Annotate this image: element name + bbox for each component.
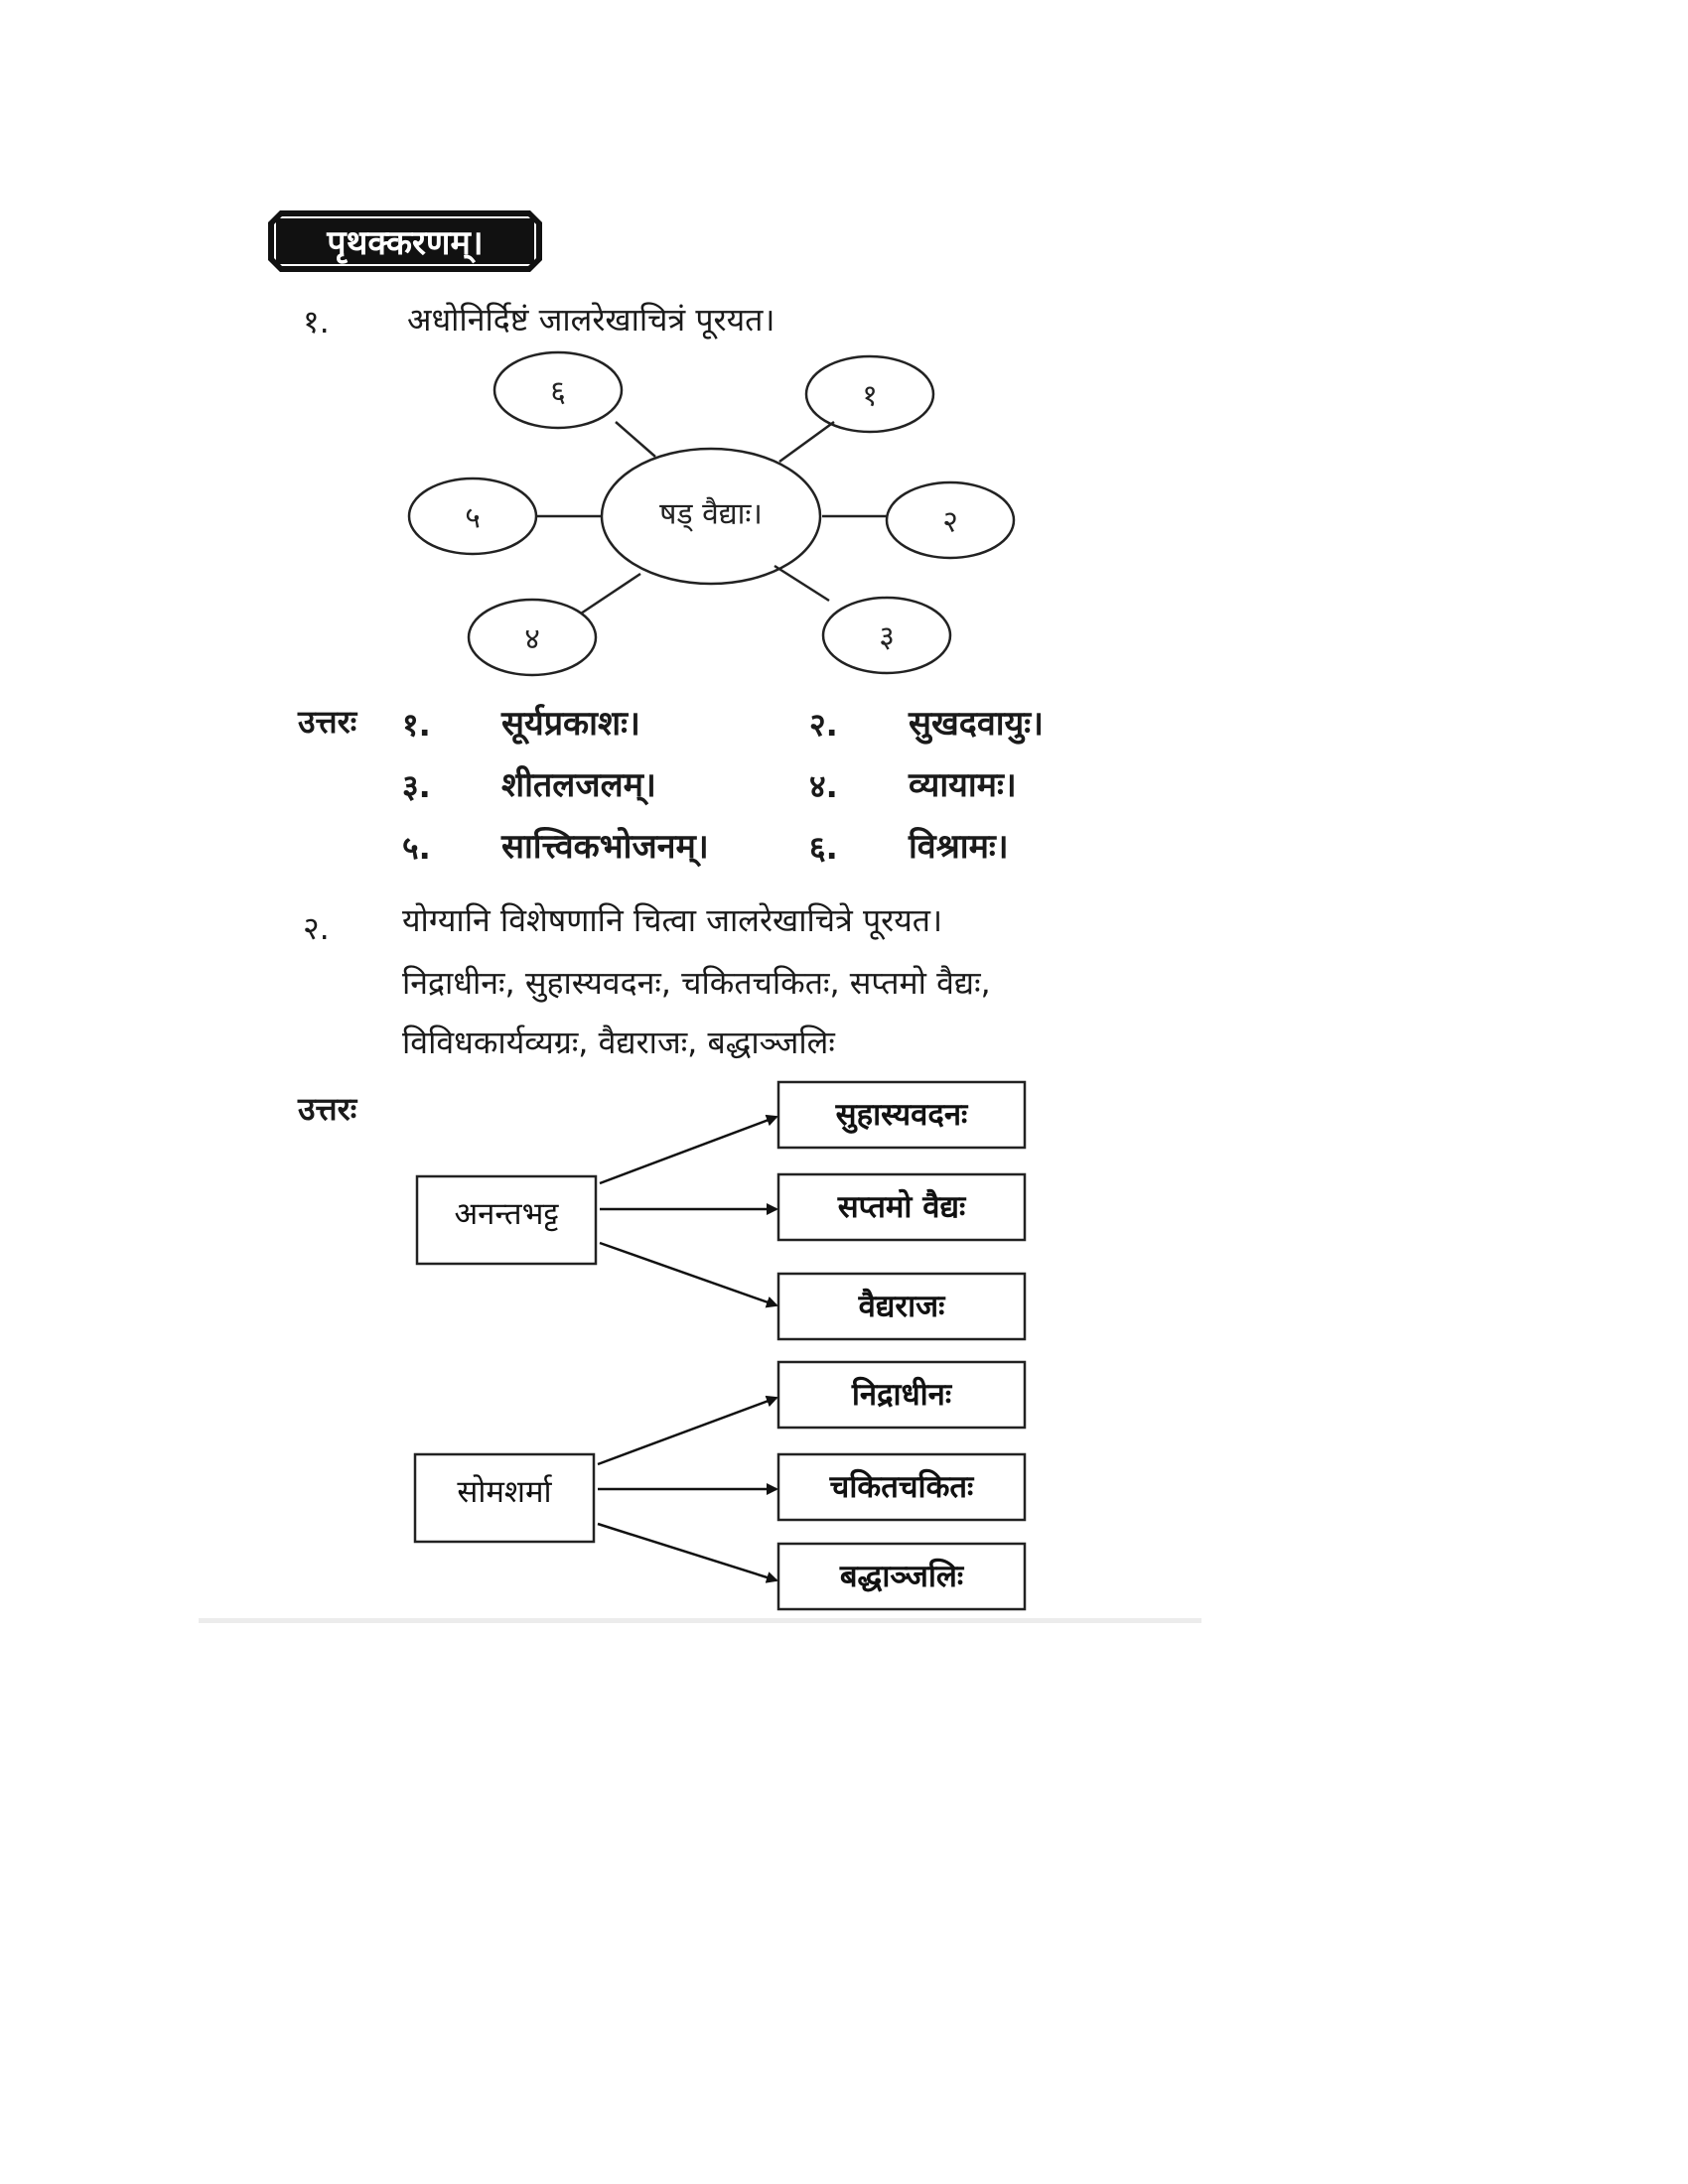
q2-options-line-2: विविधकार्यव्यग्रः, वैद्यराजः, बद्धाञ्जलि… (402, 1024, 835, 1061)
center-label: षड् वैद्याः। (659, 497, 763, 532)
page-bottom-rule (199, 1618, 1201, 1623)
section-heading: पृथक्करणम्। (268, 210, 542, 272)
arrow-2-3 (597, 1522, 778, 1583)
connector-4 (580, 572, 641, 615)
q2-number: २. (303, 909, 330, 947)
node-3-label: ३ (879, 620, 895, 655)
adjective-diagram: अनन्तभट्ट सुहास्यवदनः सप्तमो वैद्यः वैद्… (413, 1080, 1027, 1611)
q1-number: १. (303, 303, 330, 341)
source-label-somasharma: सोमशर्मा (457, 1474, 552, 1510)
node-5 (407, 477, 538, 556)
target-box-2-2 (776, 1452, 1027, 1522)
answer1-text-2: सुखदवायुः। (909, 704, 1045, 744)
source-box-anantabhatta (415, 1174, 598, 1266)
answer1-num-4: ४. (809, 767, 838, 805)
source-label-anantabhatta: अनन्तभट्ट (454, 1196, 559, 1232)
node-1-label: १ (862, 379, 878, 414)
target-label-2-2: चकितचकितः (829, 1468, 975, 1505)
connector-3 (774, 564, 830, 603)
node-3 (821, 596, 952, 675)
answer1-text-1: सूर्यप्रकाशः। (501, 704, 640, 744)
node-1 (804, 354, 935, 434)
answer1-text-4: व्यायामः। (909, 765, 1017, 805)
node-5-label: ५ (465, 501, 481, 536)
arrow-1-1 (599, 1114, 778, 1185)
arrow-1-3 (599, 1241, 778, 1308)
target-label-1-1: सुहास्यवदनः (835, 1097, 969, 1134)
node-4-label: ४ (524, 622, 540, 657)
answer1-text-6: विश्रामः। (909, 827, 1009, 867)
target-box-2-3 (776, 1542, 1027, 1611)
node-4 (467, 598, 598, 677)
target-box-1-2 (776, 1172, 1027, 1242)
target-box-1-3 (776, 1272, 1027, 1341)
arrow-2-1 (597, 1395, 778, 1466)
target-box-2-1 (776, 1360, 1027, 1430)
node-2 (885, 480, 1016, 560)
target-label-2-3: बद्धाञ्जलिः (839, 1558, 965, 1594)
answer1-num-6: ६. (809, 829, 838, 867)
target-label-1-3: वैद्यराजः (858, 1288, 946, 1324)
answer1-text-5: सात्त्विकभोजनम्। (501, 827, 709, 867)
q2-text: योग्यानि विशेषणानि चित्वा जालरेखाचित्रे … (402, 901, 943, 939)
center-ellipse (600, 447, 822, 586)
target-label-2-1: निद्राधीनः (851, 1376, 953, 1413)
q2-options-line-1: निद्राधीनः, सुहास्यवदनः, चकितचकितः, सप्त… (402, 964, 991, 1002)
section-heading-text: पृथक्करणम्। (327, 223, 484, 263)
answer1-num-2: २. (809, 706, 838, 744)
connector-1 (778, 420, 835, 464)
target-box-1-1 (776, 1080, 1027, 1150)
node-6-label: ६ (550, 375, 566, 410)
answer-label-2: उत्तरः (298, 1090, 357, 1128)
connector-6 (615, 421, 656, 458)
node-2-label: २ (942, 505, 958, 540)
node-6 (492, 350, 624, 430)
web-diagram: षड् वैद्याः। १ २ ३ ४ ५ ६ (407, 350, 1016, 677)
target-label-1-2: सप्तमो वैद्यः (837, 1188, 967, 1225)
q1-text: अधोनिर्दिष्टं जालरेखाचित्रं पूरयत। (407, 301, 775, 339)
answer-label-1: उत्तरः (298, 703, 357, 741)
answer1-text-3: शीतलजलम्। (501, 765, 656, 805)
answer1-num-1: १. (402, 706, 431, 744)
source-box-somasharma (413, 1452, 596, 1544)
answer1-num-3: ३. (402, 767, 431, 805)
answer1-num-5: ५. (402, 829, 431, 867)
